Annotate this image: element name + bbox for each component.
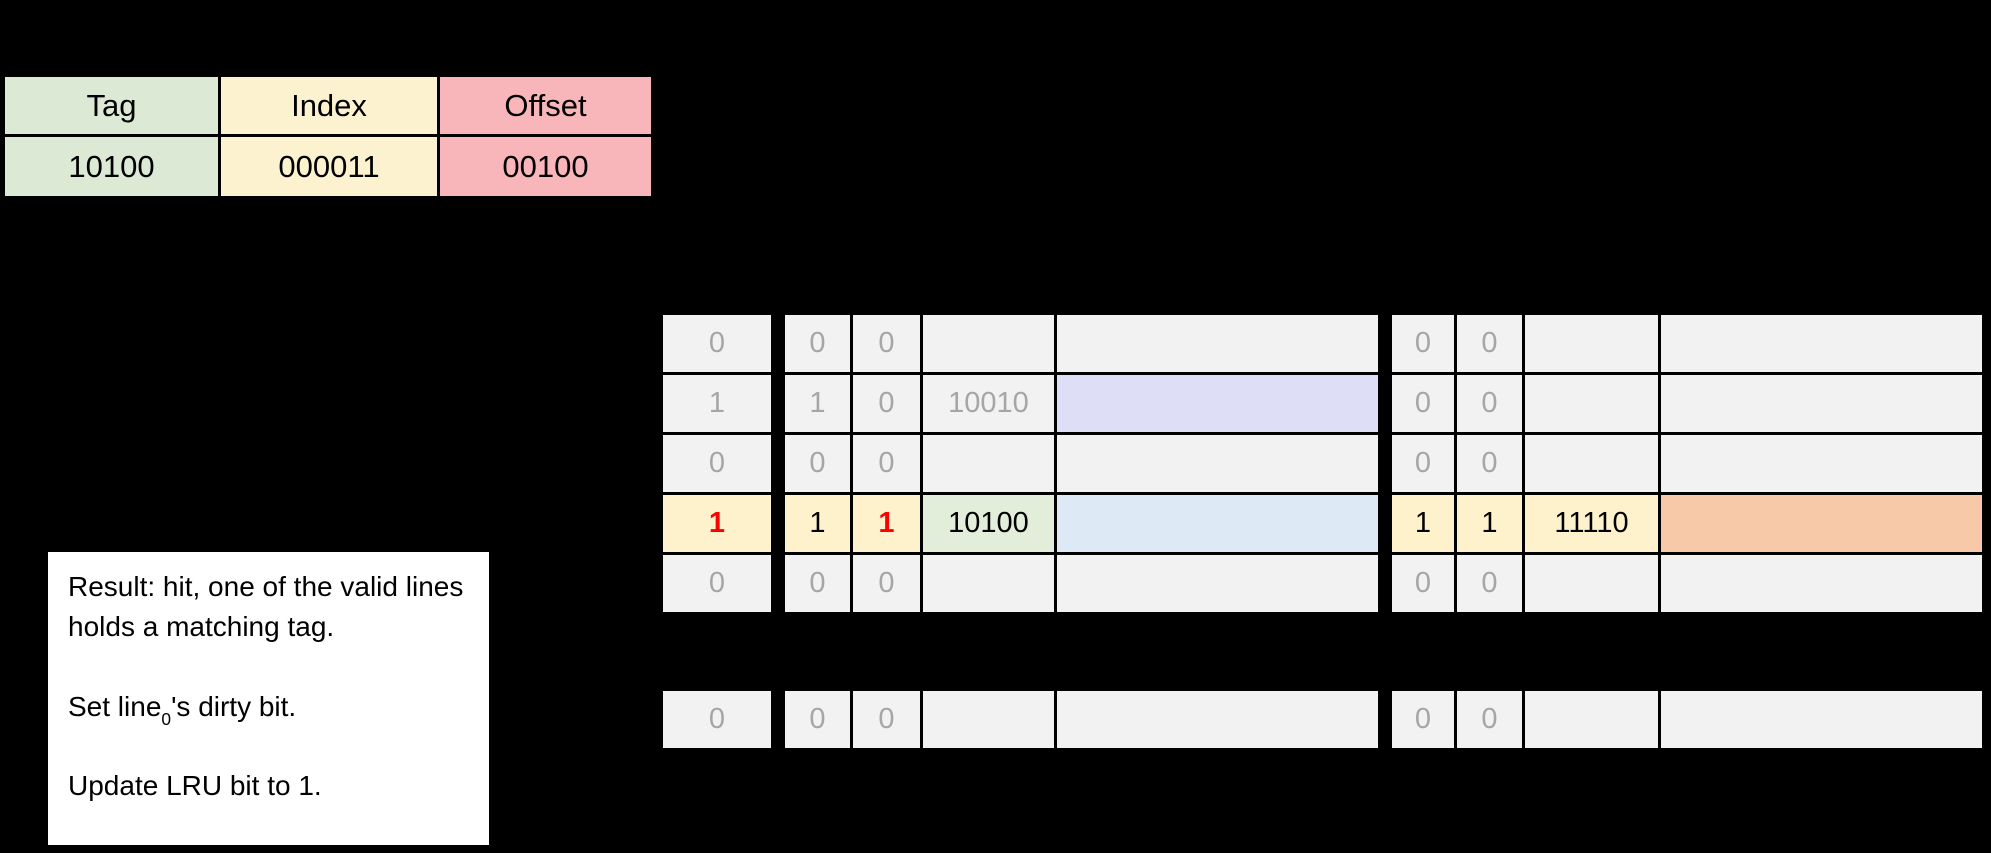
valid-bit-cell: 0 xyxy=(785,691,850,748)
data-cell xyxy=(1661,555,1982,612)
dirty-bit-cell: 0 xyxy=(1457,375,1522,432)
tag-cell-matching: 10100 xyxy=(923,495,1054,552)
tag-cell xyxy=(1525,315,1658,372)
valid-bit-cell: 0 xyxy=(785,435,850,492)
address-tag-header: Tag xyxy=(5,77,218,134)
valid-bit-cell: 0 xyxy=(785,555,850,612)
dirty-bit-line: Set line0's dirty bit. xyxy=(68,690,297,730)
lru-bit-cell: 0 xyxy=(663,691,771,748)
dirty-bit-cell: 0 xyxy=(1457,315,1522,372)
tag-cell xyxy=(1525,691,1658,748)
valid-bit-cell-hit: 1 xyxy=(785,495,850,552)
dirty-bit-cell: 0 xyxy=(853,435,920,492)
data-cell xyxy=(1661,375,1982,432)
tag-cell xyxy=(1525,375,1658,432)
address-offset-value: 00100 xyxy=(440,137,651,196)
tag-cell xyxy=(1525,555,1658,612)
valid-bit-cell: 0 xyxy=(1392,435,1454,492)
data-cell xyxy=(1057,691,1378,748)
lru-bit-cell: 0 xyxy=(663,555,771,612)
tag-cell: 10010 xyxy=(923,375,1054,432)
dirty-bit-cell: 0 xyxy=(853,315,920,372)
way1-table: 0 0 0 0 0 0 1 1 11110 0 0 xyxy=(1389,312,1985,615)
lru-update-line: Update LRU bit to 1. xyxy=(68,770,322,802)
tag-cell xyxy=(923,315,1054,372)
data-cell xyxy=(1057,555,1378,612)
dirty-bit-cell-set: 1 xyxy=(853,495,920,552)
dirty-bit-cell: 0 xyxy=(853,555,920,612)
tag-cell-checked: 11110 xyxy=(1525,495,1658,552)
address-tag-value: 10100 xyxy=(5,137,218,196)
data-cell-hit xyxy=(1057,495,1378,552)
way0-last-set-row: 0 0 xyxy=(782,688,1381,751)
dirty-bit-cell: 0 xyxy=(1457,435,1522,492)
valid-bit-cell: 1 xyxy=(785,375,850,432)
lru-bit-cell-updated: 1 xyxy=(663,495,771,552)
valid-bit-cell: 0 xyxy=(1392,375,1454,432)
data-cell xyxy=(1661,435,1982,492)
dirty-bit-cell-valid: 1 xyxy=(1457,495,1522,552)
lru-bit-cell: 0 xyxy=(663,315,771,372)
tag-cell xyxy=(923,691,1054,748)
tag-cell xyxy=(923,555,1054,612)
lru-bit-cell: 1 xyxy=(663,375,771,432)
dirty-bit-cell: 0 xyxy=(853,691,920,748)
valid-bit-cell: 0 xyxy=(1392,315,1454,372)
data-cell xyxy=(1661,691,1982,748)
lru-bit-cell: 0 xyxy=(663,435,771,492)
tag-cell xyxy=(1525,435,1658,492)
result-note: Result: hit, one of the valid lines hold… xyxy=(48,552,489,845)
result-line: Result: hit, one of the valid lines hold… xyxy=(68,571,464,642)
data-cell-other-way xyxy=(1661,495,1982,552)
valid-bit-cell: 0 xyxy=(1392,555,1454,612)
data-cell xyxy=(1057,315,1378,372)
lru-bit-column: 0 1 0 1 0 xyxy=(660,312,774,615)
address-index-header: Index xyxy=(221,77,437,134)
way1-last-set-row: 0 0 xyxy=(1389,688,1985,751)
address-index-value: 000011 xyxy=(221,137,437,196)
line-subscript: 0 xyxy=(161,709,172,730)
lru-bit-column-last-set: 0 xyxy=(660,688,774,751)
dirty-bit-cell: 0 xyxy=(853,375,920,432)
data-cell xyxy=(1057,435,1378,492)
way0-table: 0 0 1 0 10010 0 0 1 1 10100 0 0 xyxy=(782,312,1381,615)
dirty-bit-cell: 0 xyxy=(1457,691,1522,748)
valid-bit-cell: 0 xyxy=(785,315,850,372)
address-offset-header: Offset xyxy=(440,77,651,134)
valid-bit-cell: 0 xyxy=(1392,691,1454,748)
data-cell xyxy=(1661,315,1982,372)
dirty-bit-cell: 0 xyxy=(1457,555,1522,612)
data-cell-cached xyxy=(1057,375,1378,432)
address-breakdown-table: Tag Index Offset 10100 000011 00100 xyxy=(2,74,654,199)
tag-cell xyxy=(923,435,1054,492)
valid-bit-cell-valid: 1 xyxy=(1392,495,1454,552)
